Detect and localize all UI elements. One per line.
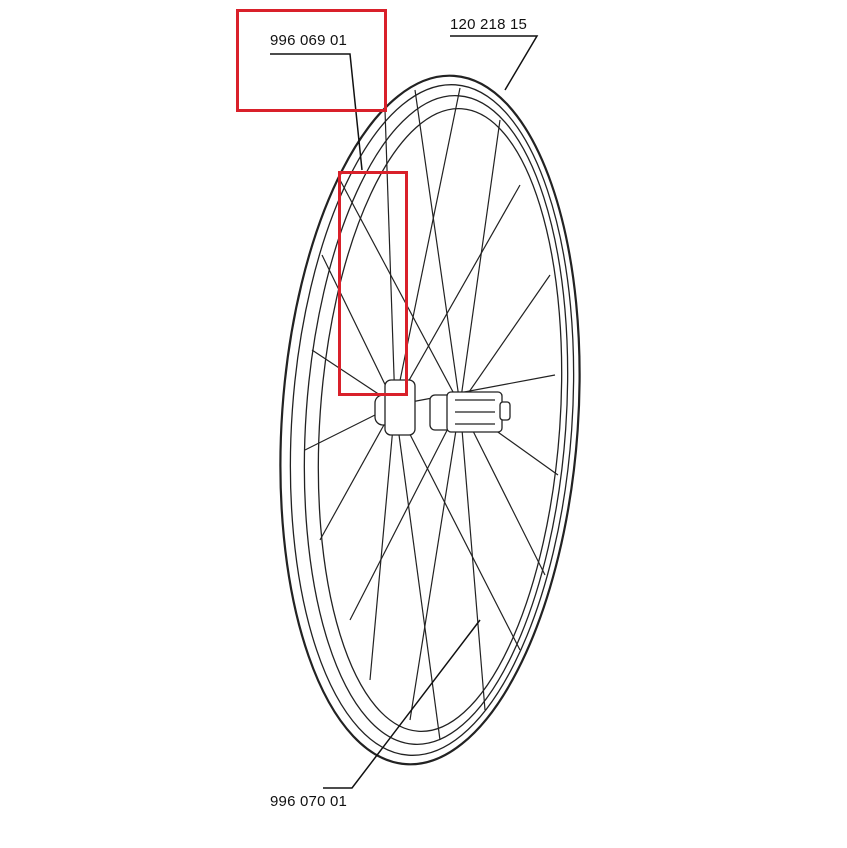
- rim-inner: [317, 107, 563, 733]
- tire-outer: [279, 74, 581, 766]
- highlight-box-spoke: [338, 171, 408, 396]
- part-label-spoke: 996 069 01: [270, 32, 348, 49]
- part-label-spoke-lower: 996 070 01: [270, 793, 348, 810]
- part-label-rim: 120 218 15: [450, 16, 528, 33]
- tire-inner: [289, 84, 575, 756]
- spokes: [304, 87, 559, 741]
- highlight-box-label: [236, 9, 387, 112]
- leader-lines: [270, 35, 539, 789]
